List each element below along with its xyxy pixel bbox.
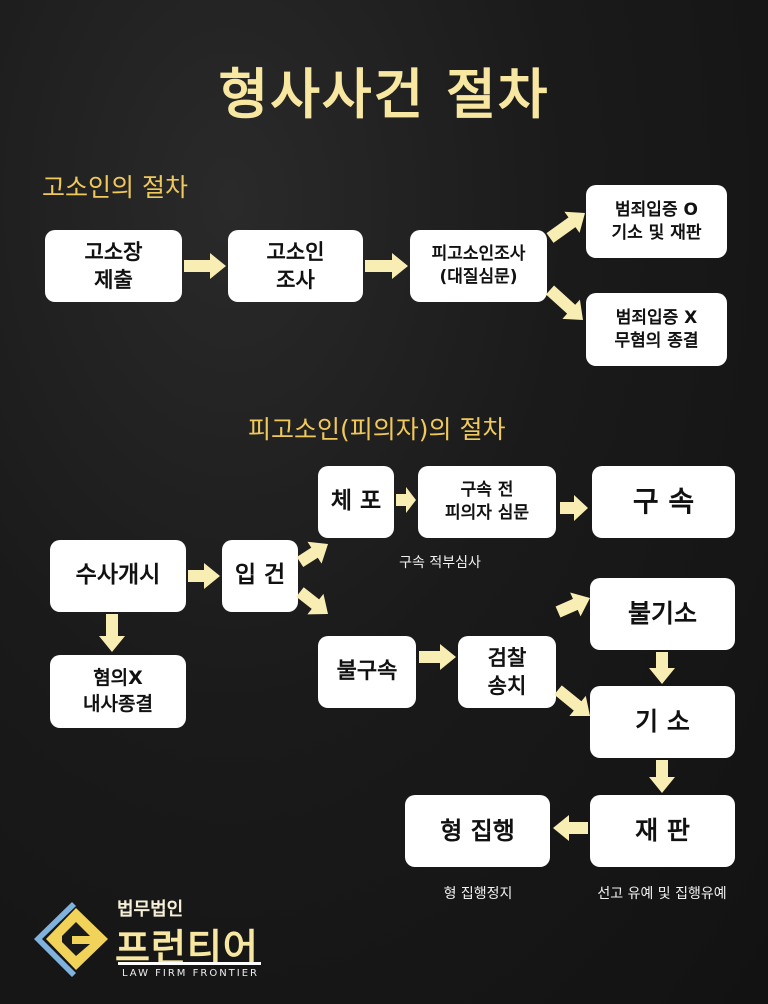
box-line: 입 건 (234, 562, 286, 589)
box-line: 피의자 심문 (444, 503, 530, 523)
arrow-icon (99, 614, 125, 652)
box-line: 범죄입증 X (615, 307, 698, 328)
box-line: 내사종결 (83, 692, 153, 715)
box-line: 무혐의 종결 (614, 330, 699, 351)
box-line: 제출 (94, 268, 133, 292)
box-line: 피고소인조사 (431, 244, 526, 265)
note-probation: 선고 유예 및 집행유예 (597, 886, 727, 902)
box-line: 불기소 (627, 599, 697, 629)
box-line: (대질심문) (439, 267, 518, 287)
arrow-icon (296, 587, 328, 615)
arrow-icon (184, 253, 226, 279)
arrow-icon (554, 685, 590, 716)
arrow-icon (365, 253, 408, 279)
arrow-icon (555, 592, 590, 618)
box-line: 검찰 (487, 645, 527, 670)
box-line: 송치 (487, 674, 527, 698)
arrow-icon (188, 563, 220, 589)
logo-text-english: LAW FIRM FRONTIER (122, 968, 259, 979)
arrow-icon (396, 487, 416, 513)
box-line: 범죄입증 O (615, 199, 698, 220)
box-line: 고소장 (84, 239, 143, 264)
box-line: 기소 및 재판 (611, 222, 702, 243)
box-sentence-execution: 형 집행 (405, 795, 550, 867)
box-line: 조사 (276, 268, 315, 292)
box-trial: 재 판 (590, 795, 735, 867)
section-heading-complainant: 고소인의 절차 (42, 173, 188, 202)
logo-divider (118, 962, 261, 965)
box-line: 혐의X (93, 666, 143, 689)
arrow-icon (560, 495, 588, 521)
box-no-detention: 불구속 (318, 636, 416, 708)
box-detention: 구 속 (592, 466, 735, 538)
arrow-icon (553, 815, 588, 841)
box-no-charge: 혐의X 내사종결 (50, 655, 186, 728)
box-defendant-interview: 피고소인조사(대질심문) (410, 230, 547, 302)
arrow-icon (545, 285, 583, 320)
logo-mark-icon (34, 902, 108, 977)
box-line: 재 판 (635, 816, 690, 846)
page-title: 형사사건 절차 (218, 63, 550, 126)
box-line: 고소인 (266, 239, 325, 264)
arrow-icon (649, 652, 675, 684)
arrow-icon (546, 211, 585, 243)
box-line: 구 속 (632, 485, 695, 519)
note-detention-review: 구속 적부심사 (399, 555, 481, 571)
logo-text-korean-small: 법무법인 (117, 899, 184, 920)
arrow-icon (296, 541, 328, 568)
box-line: 체 포 (330, 488, 382, 515)
box-line: 형 집행 (440, 816, 515, 845)
box-line: 기 소 (635, 707, 690, 737)
box-investigation-start: 수사개시 (50, 540, 186, 612)
box-arrest: 체 포 (318, 466, 394, 538)
arrow-icon (649, 760, 675, 793)
box-line: 불구속 (336, 659, 398, 685)
section-heading-defendant: 피고소인(피의자)의 절차 (248, 415, 506, 444)
box-non-indictment: 불기소 (590, 578, 735, 650)
box-booked: 입 건 (222, 540, 298, 612)
note-execution-suspension: 형 집행정지 (443, 886, 513, 902)
box-indictment: 기 소 (590, 686, 735, 758)
box-line: 구속 전 (460, 480, 514, 501)
arrow-icon (419, 644, 456, 670)
box-line: 수사개시 (75, 562, 161, 589)
